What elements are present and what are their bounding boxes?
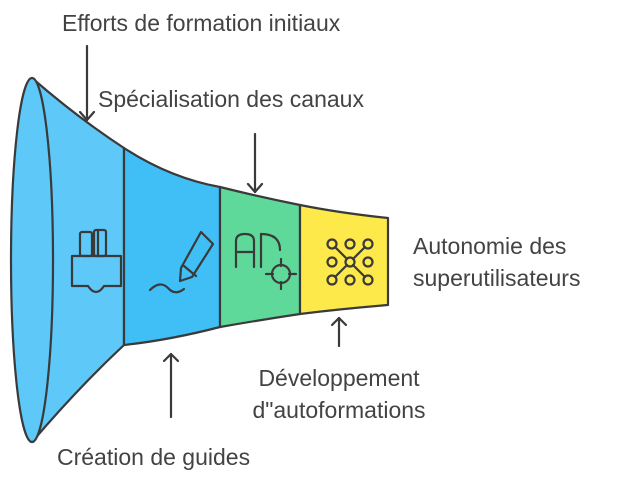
funnel-segment-2 bbox=[122, 146, 222, 347]
label-creation: Création de guides bbox=[57, 444, 251, 470]
ad-target-icon bbox=[234, 232, 298, 291]
arrow-creation bbox=[162, 352, 180, 419]
pencil-cup-icon bbox=[70, 228, 123, 294]
network-grid-icon bbox=[326, 238, 374, 286]
label-autonomie-line2: superutilisateurs bbox=[413, 265, 581, 291]
label-specialisation: Spécialisation des canaux bbox=[98, 86, 364, 112]
arrow-specialisation bbox=[246, 132, 264, 194]
funnel-segment-4 bbox=[298, 203, 390, 316]
pen-signature-icon bbox=[148, 230, 215, 294]
label-autonomie-line1: Autonomie des bbox=[413, 233, 567, 259]
arrow-efforts bbox=[78, 44, 96, 122]
label-efforts: Efforts de formation initiaux bbox=[62, 10, 341, 36]
arrow-developpement bbox=[330, 316, 348, 348]
label-developpement-line2: d"autoformations bbox=[252, 397, 426, 423]
funnel-mouth bbox=[9, 76, 55, 444]
label-developpement-line1: Développement bbox=[258, 365, 420, 391]
